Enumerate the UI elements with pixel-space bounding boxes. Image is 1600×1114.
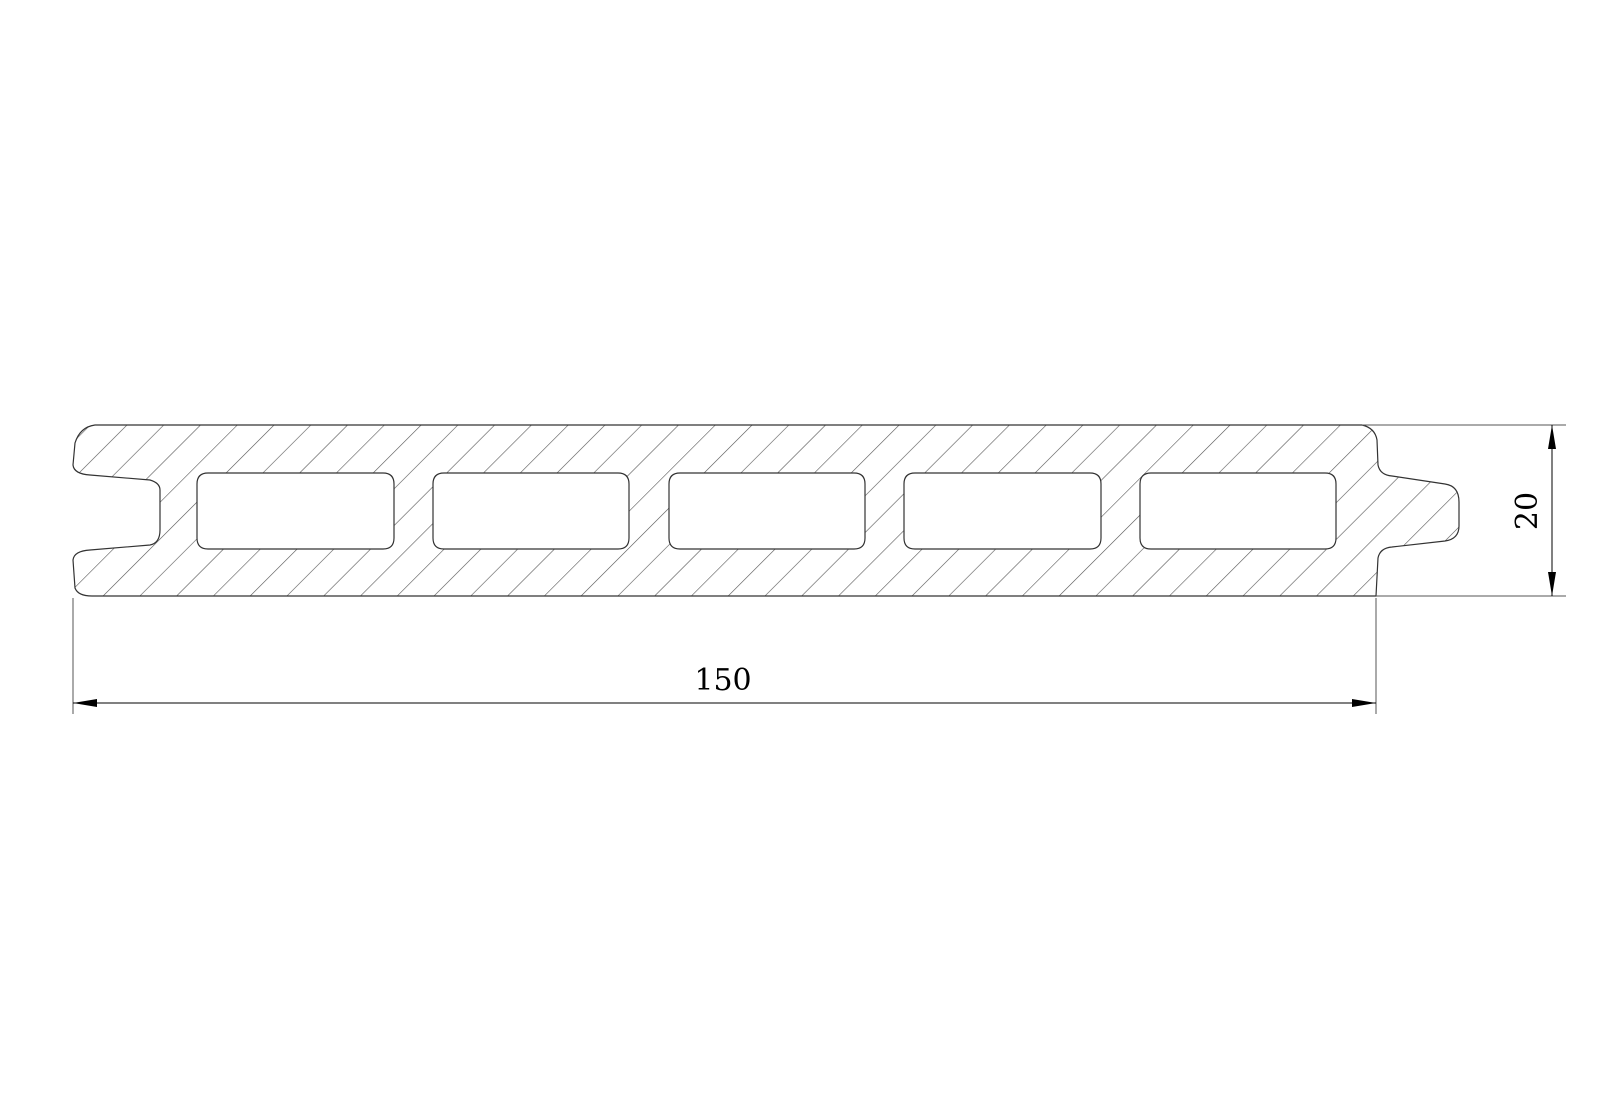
height-dimension: 20 [1362,424,1566,597]
width-dimension: 150 [72,598,1377,714]
board-profile [72,424,1460,597]
height-dimension-label: 20 [1510,492,1545,530]
width-dimension-label: 150 [694,663,751,698]
